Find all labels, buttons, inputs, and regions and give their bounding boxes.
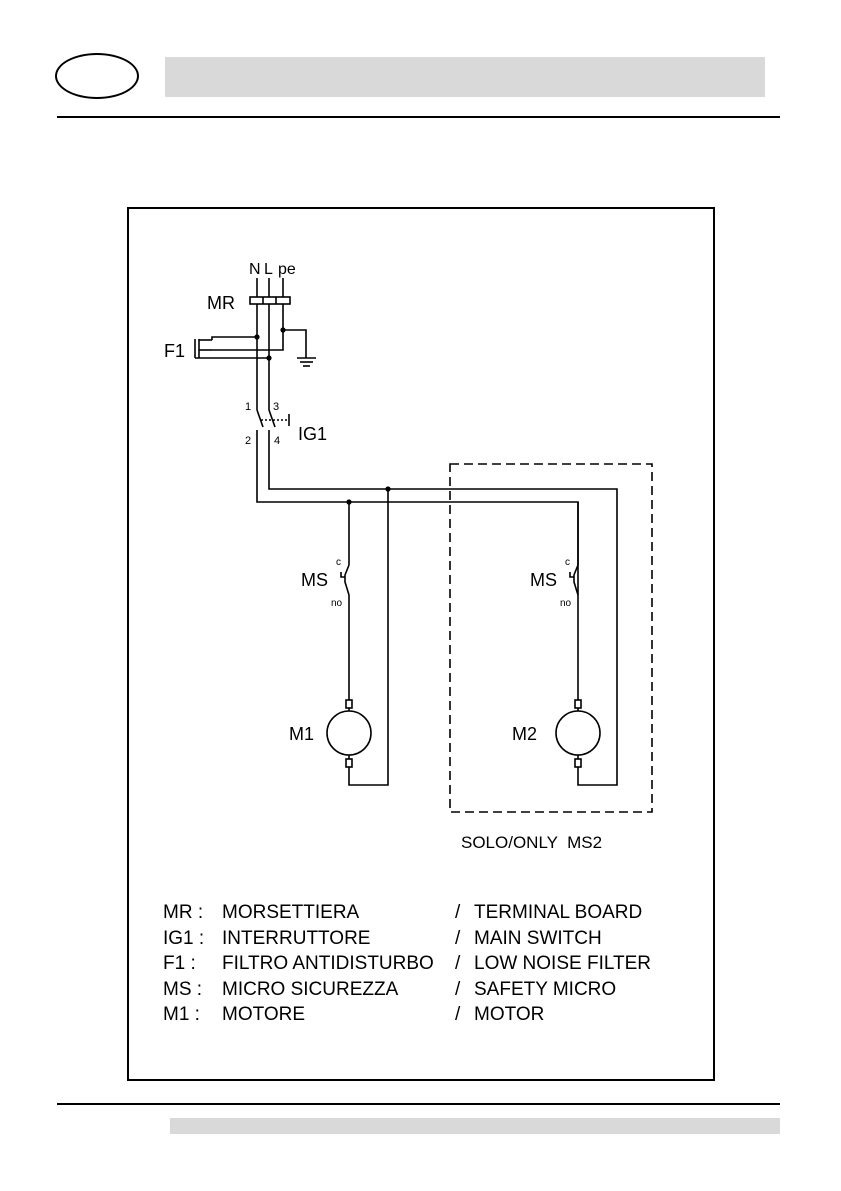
- legend-code: MR :: [163, 900, 203, 926]
- motor-2-label: M2: [512, 724, 537, 744]
- legend-row: M1 : MOTORE / MOTOR: [163, 1002, 703, 1028]
- legend-italian: MORSETTIERA: [222, 900, 359, 926]
- legend: MR : MORSETTIERA / TERMINAL BOARD IG1 : …: [163, 900, 703, 1028]
- junction-dot: [346, 499, 351, 504]
- legend-row: F1 : FILTRO ANTIDISTURBO / LOW NOISE FIL…: [163, 951, 703, 977]
- legend-english: MOTOR: [474, 1002, 544, 1028]
- contact-no-right-label: no: [560, 598, 572, 609]
- legend-slash: /: [455, 1002, 460, 1028]
- micro-switch-left-label: MS: [301, 570, 328, 590]
- motor-1-brush-top: [346, 700, 352, 708]
- terminal-board-label: MR: [207, 293, 235, 313]
- main-switch-label: IG1: [298, 424, 327, 444]
- legend-code: M1 :: [163, 1002, 200, 1028]
- motor-1-brush-bottom: [346, 759, 352, 767]
- legend-code: IG1 :: [163, 926, 204, 952]
- legend-row: IG1 : INTERRUTTORE / MAIN SWITCH: [163, 926, 703, 952]
- wire-left-return: [349, 489, 388, 785]
- switch-pin-1-label: 1: [245, 401, 251, 413]
- legend-italian: INTERRUTTORE: [222, 926, 370, 952]
- motor-2-brush-bottom: [575, 759, 581, 767]
- legend-row: MS : MICRO SICUREZZA / SAFETY MICRO: [163, 977, 703, 1003]
- legend-italian: MICRO SICUREZZA: [222, 977, 398, 1003]
- terminal-l-label: L: [264, 261, 273, 278]
- contact-no-left-label: no: [331, 598, 343, 609]
- filter-label: F1: [164, 341, 185, 361]
- legend-slash: /: [455, 951, 460, 977]
- switch-pin-4-label: 4: [274, 435, 280, 447]
- junction-dot: [254, 334, 259, 339]
- legend-english: TERMINAL BOARD: [474, 900, 642, 926]
- terminal-board-symbol: [250, 297, 290, 304]
- bottom-divider: [57, 1103, 780, 1105]
- legend-code: F1 :: [163, 951, 196, 977]
- footer-bar: [170, 1118, 780, 1134]
- contact-c-left-label: c: [336, 557, 341, 568]
- legend-slash: /: [455, 900, 460, 926]
- legend-code: MS :: [163, 977, 202, 1003]
- legend-slash: /: [455, 977, 460, 1003]
- junction-dot: [385, 486, 390, 491]
- optional-note: SOLO/ONLY MS2: [461, 833, 602, 852]
- micro-switch-left-symbol: [345, 565, 349, 595]
- junction-dot: [280, 327, 285, 332]
- optional-ms2-box: [450, 464, 652, 812]
- legend-english: LOW NOISE FILTER: [474, 951, 651, 977]
- motor-2-brush-top: [575, 700, 581, 708]
- wire-pe-ground: [283, 304, 306, 358]
- terminal-pe-label: pe: [278, 261, 296, 278]
- switch-pin-3-label: 3: [273, 401, 279, 413]
- legend-english: MAIN SWITCH: [474, 926, 602, 952]
- motor-2-symbol: [556, 711, 600, 755]
- legend-english: SAFETY MICRO: [474, 977, 616, 1003]
- legend-row: MR : MORSETTIERA / TERMINAL BOARD: [163, 900, 703, 926]
- legend-slash: /: [455, 926, 460, 952]
- legend-italian: FILTRO ANTIDISTURBO: [222, 951, 434, 977]
- motor-1-symbol: [327, 711, 371, 755]
- junction-dot: [266, 355, 271, 360]
- terminal-n-label: N: [249, 261, 261, 278]
- motor-1-label: M1: [289, 724, 314, 744]
- contact-c-right-label: c: [565, 557, 570, 568]
- main-switch-symbol: [257, 410, 263, 427]
- switch-pin-2-label: 2: [245, 435, 251, 447]
- legend-italian: MOTORE: [222, 1002, 305, 1028]
- micro-switch-right-label: MS: [530, 570, 557, 590]
